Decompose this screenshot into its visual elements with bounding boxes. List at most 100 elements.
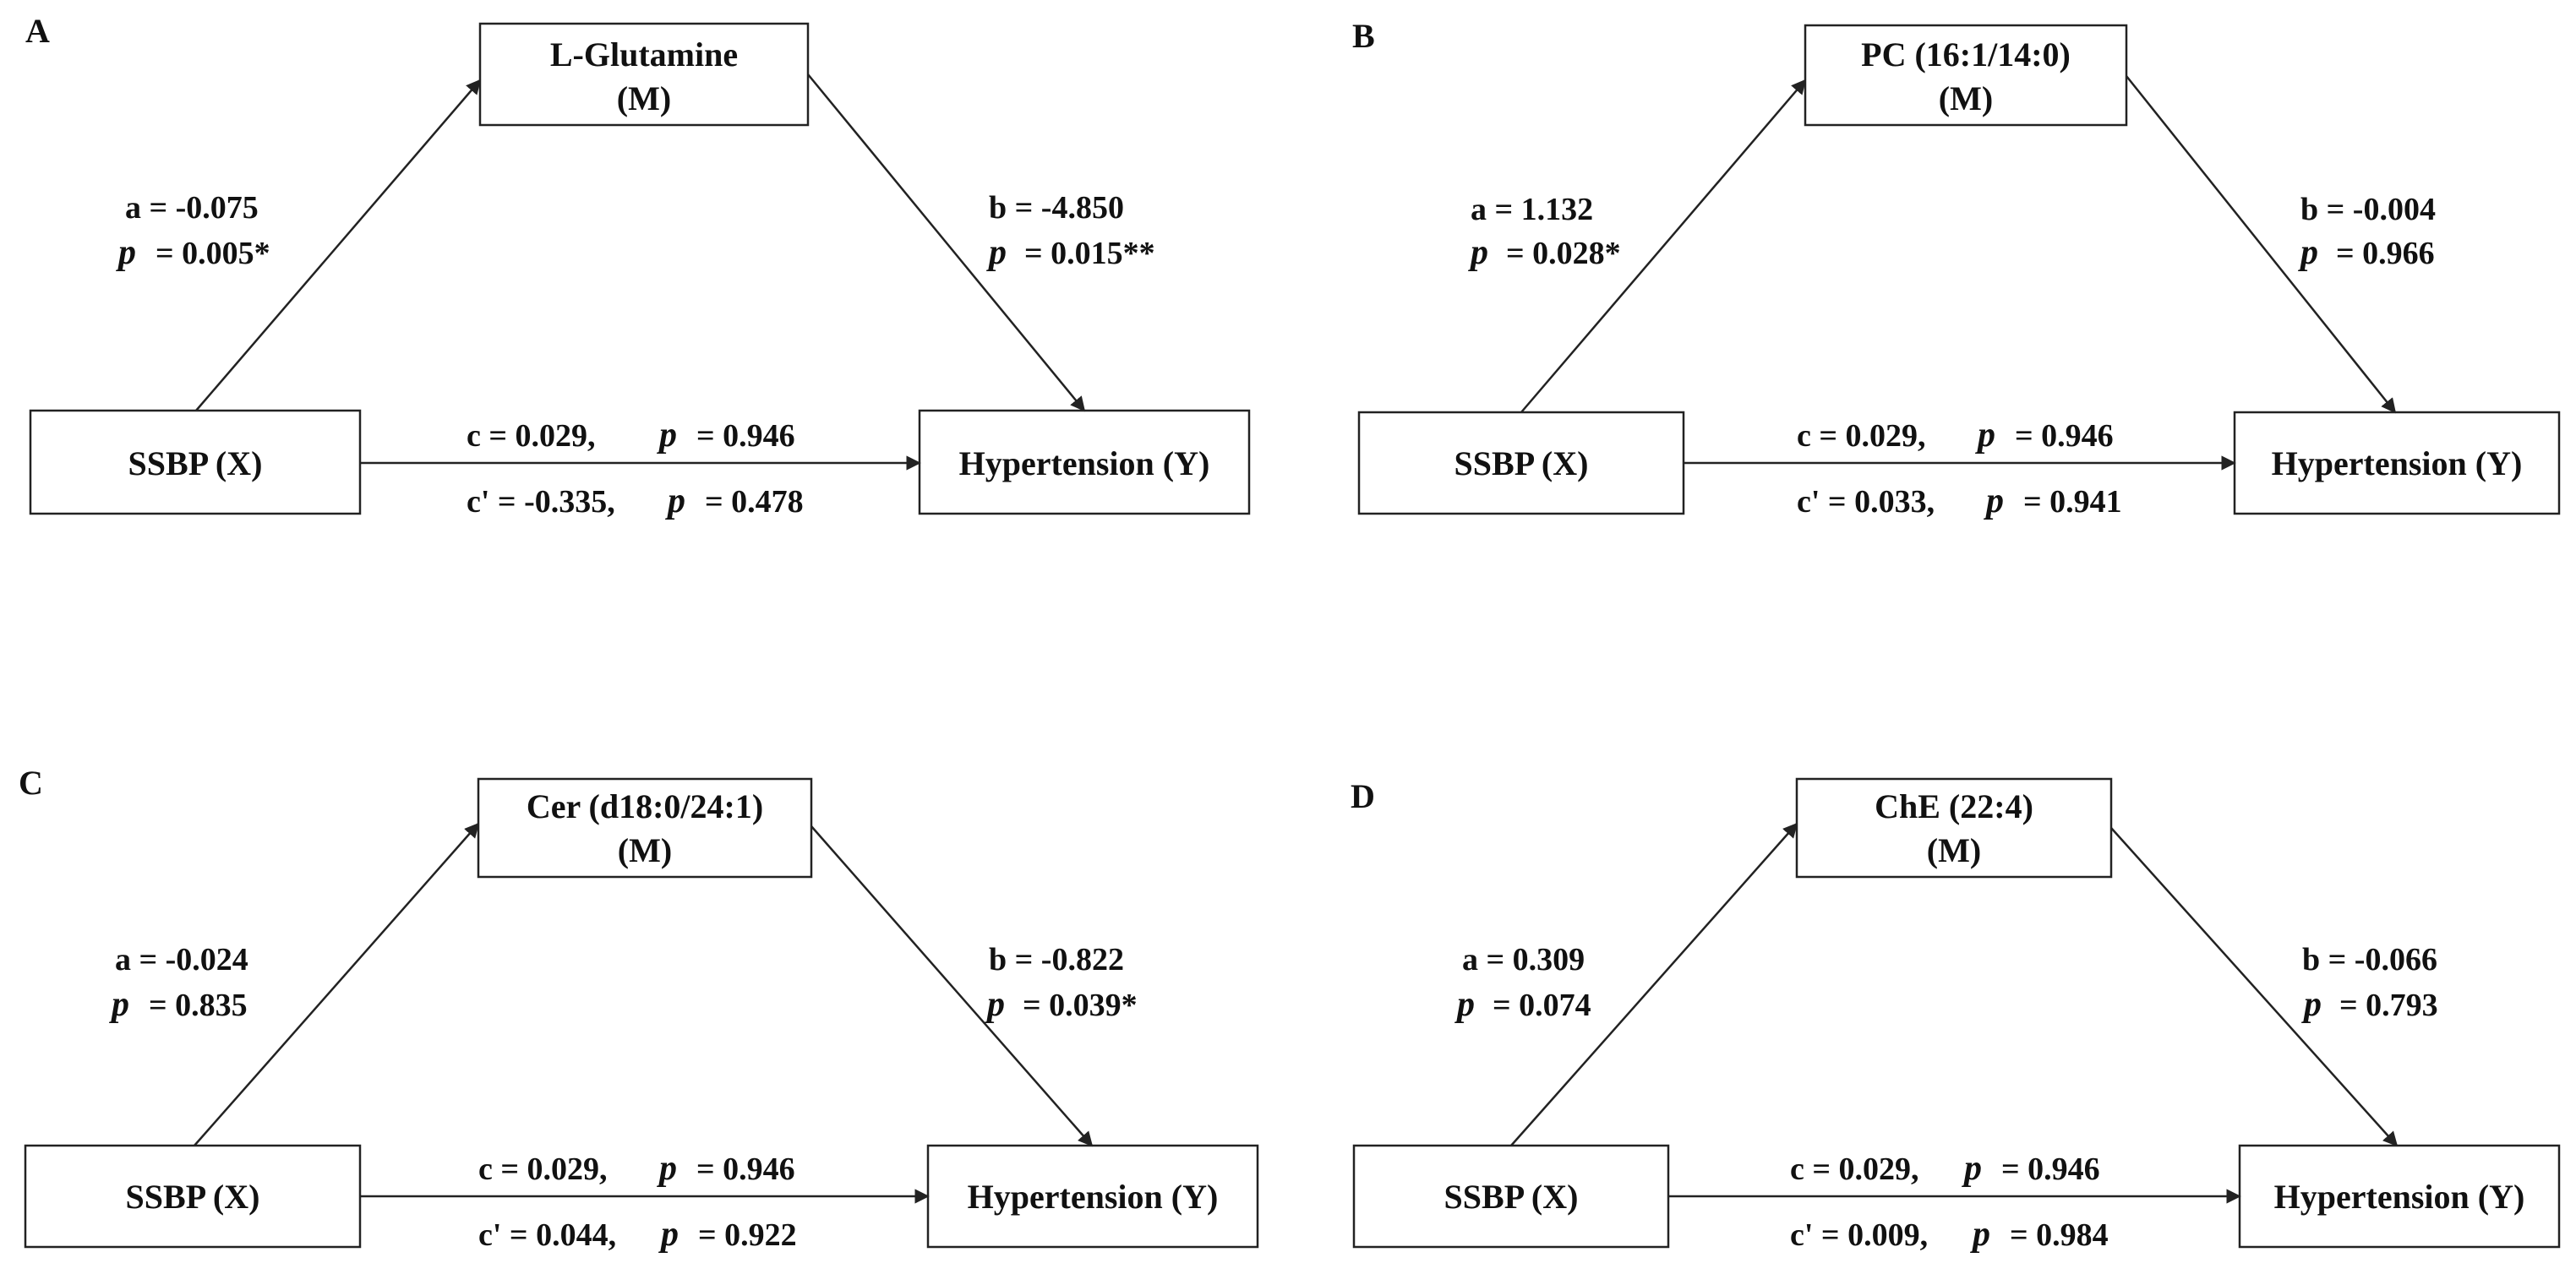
path-a-arrow [195,79,482,411]
path-b-arrow [810,825,1094,1147]
path-c-prime-label: c' = -0.335, p = 0.478 [467,482,804,520]
mediator-name: L-Glutamine [550,35,738,74]
p-value: = 0.015** [1024,236,1155,271]
path-a-arrow [1510,822,1798,1146]
coef-text: c' = 0.044, [478,1217,616,1253]
p-value: = 0.984 [2010,1217,2109,1253]
coef-text: a = 1.132 [1471,192,1593,227]
p-value: = 0.028* [1506,236,1621,271]
path-a-label: a = 0.309 p = 0.074 [1454,942,1591,1024]
coef-text: b = -4.850 [989,190,1124,226]
x-label: SSBP (X) [128,444,263,482]
path-b-label: b = -0.822 p = 0.039* [985,942,1138,1024]
x-box [1357,411,1685,515]
panel-letter: D [1351,777,1375,815]
path-c-label: c = 0.029, p = 0.946 [478,1149,795,1188]
panel-letter: A [25,12,50,50]
x-label: SSBP (X) [1444,1178,1579,1216]
x-label: SSBP (X) [126,1178,260,1216]
y-label: Hypertension (Y) [2274,1178,2525,1216]
p-symbol: p [116,233,136,272]
p-value: = 0.966 [2336,236,2435,271]
path-c-prime-label: c' = 0.033, p = 0.941 [1797,482,2122,520]
path-c-prime-label: c' = 0.009, p = 0.984 [1790,1215,2109,1254]
mediator-name: Cer (d18:0/24:1) [527,787,763,825]
path-b-arrow [2110,827,2399,1147]
coef-text: a = -0.075 [125,190,259,226]
path-a-arrow [1520,79,1807,413]
p-symbol: p [2298,233,2318,272]
p-value: = 0.946 [2001,1152,2100,1187]
path-a-arrow [194,822,480,1146]
x-label: SSBP (X) [1454,444,1589,482]
path-c-label: c = 0.029, p = 0.946 [1790,1149,2100,1188]
y-label: Hypertension (Y) [968,1178,1219,1216]
p-value: = 0.005* [156,236,270,271]
x-box [29,409,362,515]
path-b-label: b = -0.004 p = 0.966 [2298,192,2436,272]
panel-letter: B [1352,17,1375,55]
coef-text: c = 0.029, [1797,418,1926,454]
path-a-label: a = -0.075 p = 0.005* [116,190,270,272]
mediator-name: PC (16:1/14:0) [1861,35,2071,74]
path-b-label: b = -0.066 p = 0.793 [2301,942,2438,1024]
p-symbol: p [109,985,129,1024]
p-value: = 0.946 [2015,418,2114,454]
p-symbol: p [1970,1215,1990,1254]
path-b-arrow [807,74,1086,412]
mediator-box [478,22,810,127]
p-value: = 0.922 [698,1217,797,1253]
panel-d: D ChE (22:4) (M) SSBP (X) Hypertension (… [1351,777,2561,1254]
mediator-role: (M) [1927,831,1981,869]
y-label: Hypertension (Y) [959,444,1210,482]
mediator-role: (M) [617,79,671,117]
p-value: = 0.039* [1023,988,1138,1023]
p-symbol: p [658,1215,679,1254]
p-symbol: p [985,985,1005,1024]
path-c-label: c = 0.029, p = 0.946 [467,416,795,455]
p-symbol: p [2301,985,2322,1024]
path-c-label: c = 0.029, p = 0.946 [1797,416,2114,455]
p-symbol: p [1975,416,1995,455]
coef-text: b = -0.822 [989,942,1124,977]
path-b-arrow [2126,75,2397,414]
coef-text: c' = 0.009, [1790,1217,1928,1253]
y-box [926,1144,1259,1249]
coef-text: c = 0.029, [1790,1152,1919,1187]
mediator-box [477,777,813,879]
y-box [2233,411,2561,515]
coef-text: c' = -0.335, [467,484,615,520]
coef-text: c = 0.029, [467,418,596,454]
path-c-prime-label: c' = 0.044, p = 0.922 [478,1215,797,1254]
p-value: = 0.946 [696,418,795,454]
p-symbol: p [1984,482,2004,520]
x-box [24,1144,362,1249]
p-symbol: p [986,233,1007,272]
panel-c: C Cer (d18:0/24:1) (M) SSBP (X) Hyperten… [19,764,1259,1254]
panel-letter: C [19,764,43,802]
p-value: = 0.835 [149,988,248,1023]
coef-text: b = -0.004 [2300,192,2436,227]
coef-text: a = 0.309 [1462,942,1585,977]
coef-text: c' = 0.033, [1797,484,1935,520]
coef-text: a = -0.024 [115,942,248,977]
mediator-role: (M) [618,831,672,869]
p-symbol: p [1468,233,1488,272]
p-symbol: p [1962,1149,1982,1188]
p-value: = 0.793 [2339,988,2438,1023]
p-value: = 0.941 [2023,484,2122,520]
panel-a: A L-Glutamine (M) SSBP (X) Hypertension … [25,12,1251,520]
y-label: Hypertension (Y) [2272,444,2523,482]
p-symbol: p [665,482,685,520]
path-a-label: a = 1.132 p = 0.028* [1468,192,1621,272]
coef-text: b = -0.066 [2302,942,2437,977]
p-value: = 0.074 [1493,988,1591,1023]
p-value: = 0.478 [705,484,804,520]
mediator-box [1804,24,2128,127]
y-box [2238,1144,2561,1249]
p-symbol: p [1454,985,1475,1024]
x-box [1352,1144,1670,1249]
path-b-label: b = -4.850 p = 0.015** [986,190,1155,272]
coef-text: c = 0.029, [478,1152,608,1187]
